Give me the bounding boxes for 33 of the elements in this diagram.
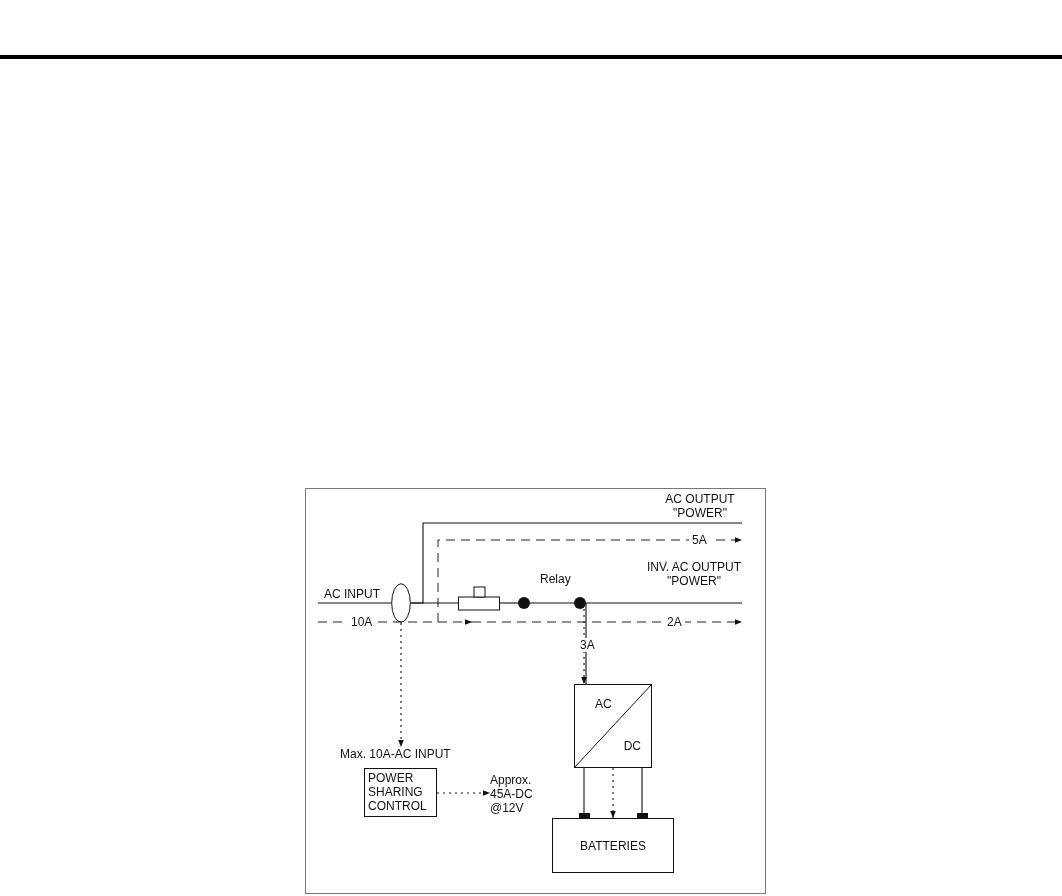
wire: [641, 767, 643, 814]
annotation-text: Approx. 45A-DC @12V: [490, 773, 548, 817]
converter-input-label: AC: [595, 697, 612, 711]
input-label: AC INPUT: [318, 587, 380, 603]
output-label: AC OUTPUT "POWER": [664, 492, 736, 520]
current-label: 2A: [664, 615, 685, 629]
arrow: [610, 767, 616, 819]
current-label: 10A: [348, 615, 376, 629]
relay-label: Relay: [540, 572, 571, 586]
control-box: POWER SHARING CONTROL: [364, 768, 437, 817]
wire: [585, 602, 743, 604]
current-label: 5A: [689, 533, 710, 547]
wire: [529, 602, 575, 604]
wire: [499, 602, 519, 604]
wire: [410, 602, 459, 604]
converter-box: [574, 684, 652, 768]
current-sensor-ellipse: [391, 583, 411, 623]
edge-label: 3A: [578, 638, 597, 652]
wire: [317, 602, 392, 604]
annotation-text: Max. 10A-AC INPUT: [340, 747, 451, 763]
arrow: [398, 622, 404, 748]
arrow: [581, 608, 587, 685]
relay-contact-dot: [518, 597, 530, 609]
wire: [583, 767, 585, 814]
battery-terminal: [579, 813, 590, 818]
battery-terminal: [637, 813, 648, 818]
converter-output-label: DC: [623, 739, 641, 753]
battery-box: BATTERIES: [552, 818, 674, 873]
relay-coil-symbol: [458, 586, 500, 611]
relay-contact-dot: [574, 597, 586, 609]
arrow: [436, 790, 491, 796]
wire: [585, 602, 587, 685]
output-label: INV. AC OUTPUT "POWER": [645, 560, 743, 588]
